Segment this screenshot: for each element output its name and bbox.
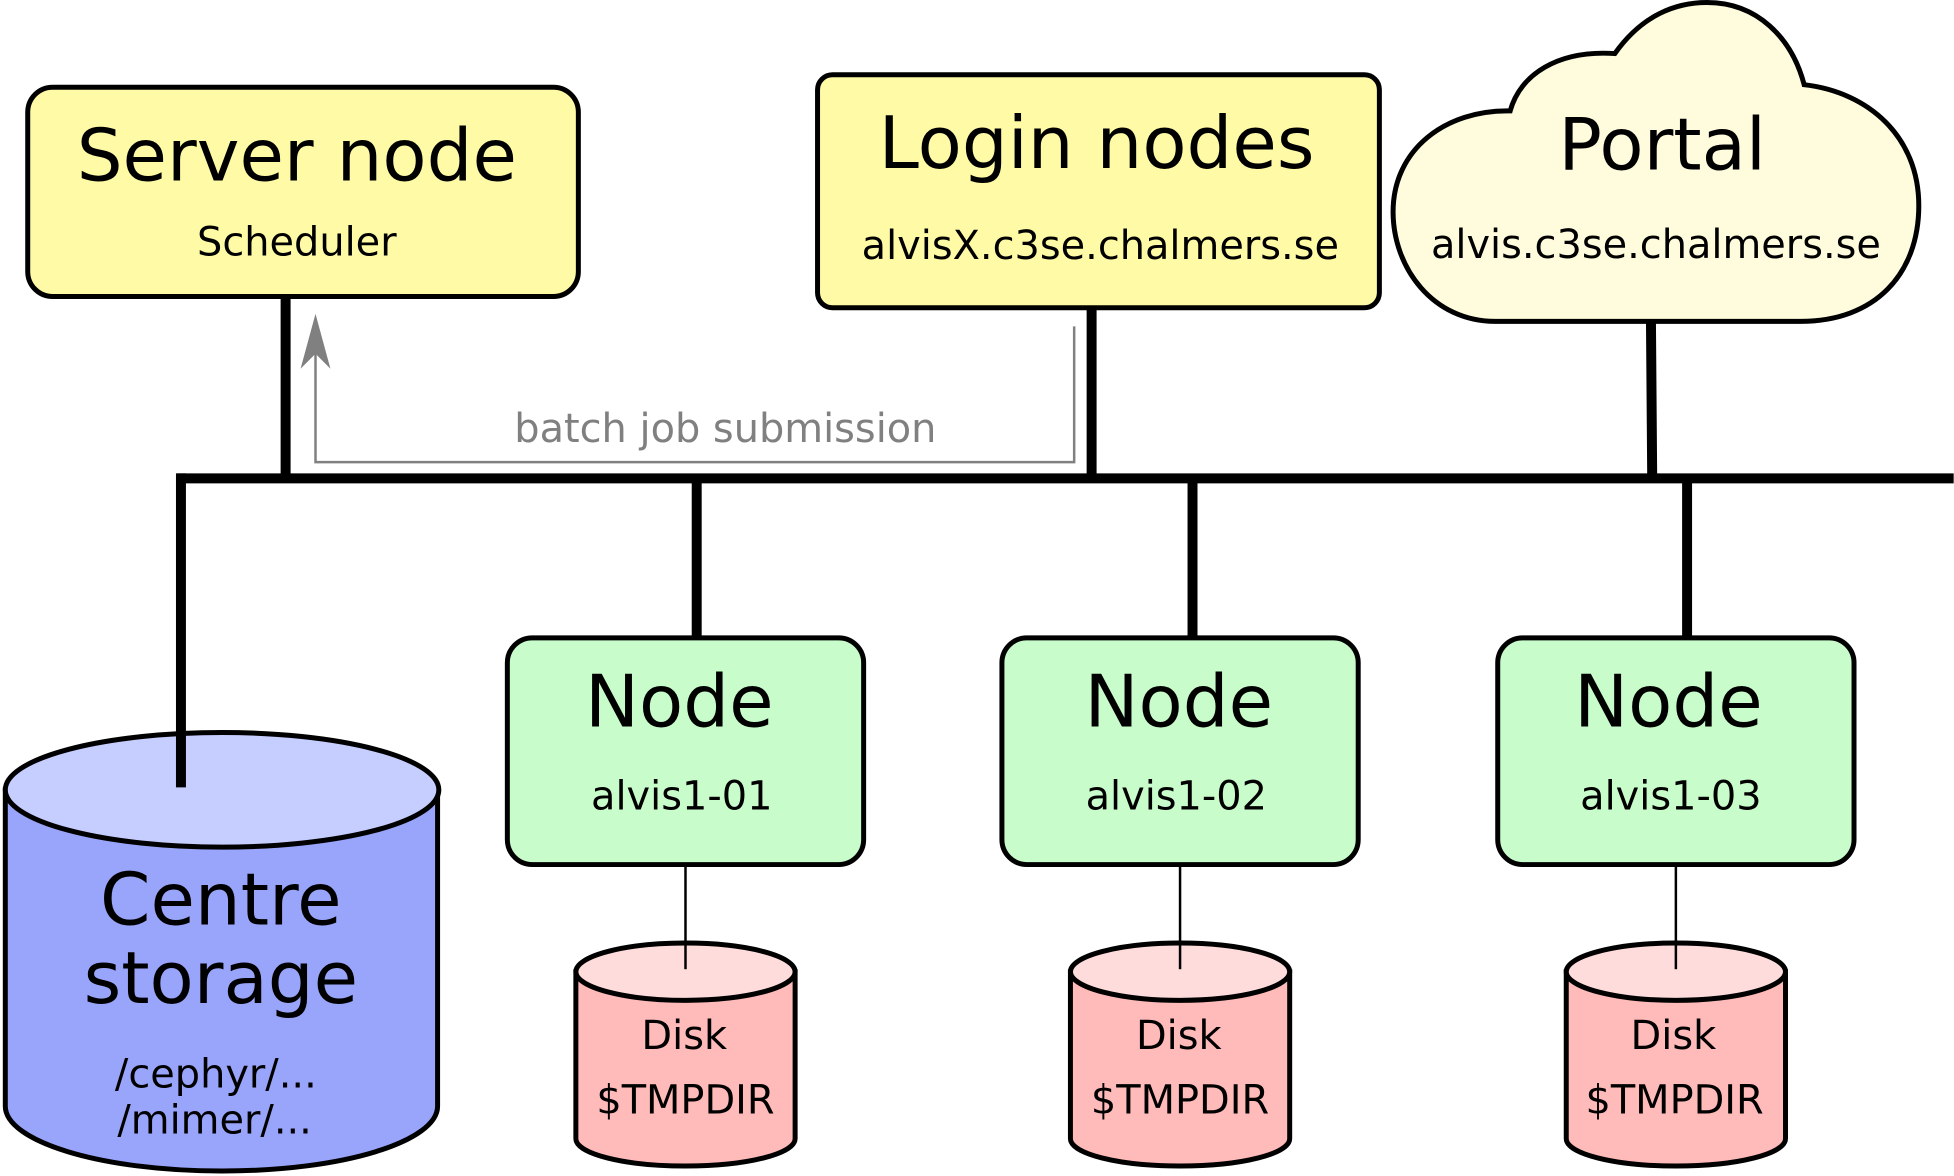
disk-path: $TMPDIR <box>1585 1078 1763 1124</box>
login-nodes-title: Login nodes <box>879 102 1315 186</box>
node-title: Node <box>585 660 774 744</box>
storage-cylinder-body <box>2 787 441 1174</box>
storage-cylinder-top <box>2 730 442 850</box>
disk-label: Disk <box>1631 1013 1717 1059</box>
bus-portal-link <box>1645 321 1658 479</box>
portal-subtitle: alvis.c3se.chalmers.se <box>1431 222 1881 268</box>
storage-path-cephyr: /cephyr/... <box>115 1052 317 1098</box>
arrow-head-icon <box>300 313 331 369</box>
node-title: Node <box>1085 660 1274 744</box>
node-hostname: alvis1-03 <box>1580 774 1761 820</box>
compute-node-3: Node alvis1-03 Disk $TMPDIR <box>1495 635 1857 1169</box>
portal: Portal alvis.c3se.chalmers.se <box>1390 0 1922 324</box>
disk-path: $TMPDIR <box>596 1078 774 1124</box>
batch-job-label: batch job submission <box>514 406 936 452</box>
node-title: Node <box>1574 660 1763 744</box>
storage-title-line1: Centre <box>100 858 342 942</box>
disk-label: Disk <box>1136 1013 1222 1059</box>
compute-node-2: Node alvis1-02 Disk $TMPDIR <box>999 635 1361 1169</box>
disk-cylinder-body <box>1563 969 1788 1169</box>
disk-cylinder-body <box>1067 969 1293 1169</box>
disk-label: Disk <box>641 1013 727 1059</box>
server-node-title: Server node <box>77 115 517 199</box>
server-node: Server node Scheduler <box>25 84 581 299</box>
server-node-subtitle: Scheduler <box>197 219 397 265</box>
storage-title-line2: storage <box>84 937 358 1021</box>
login-nodes-box <box>815 72 1382 311</box>
disk-cylinder-body <box>573 969 798 1169</box>
storage-path-mimer: /mimer/... <box>117 1098 312 1144</box>
arrow-path <box>314 326 1076 464</box>
node-hostname: alvis1-02 <box>1086 774 1267 820</box>
network-bus <box>175 296 1954 788</box>
disk-path: $TMPDIR <box>1091 1078 1269 1124</box>
batch-job-arrow: batch job submission <box>300 313 1076 464</box>
centre-storage: Centre storage /cephyr/... /mimer/... <box>2 730 442 1174</box>
login-nodes: Login nodes alvisX.c3se.chalmers.se <box>815 72 1382 311</box>
cloud-icon <box>1390 0 1922 324</box>
server-node-box <box>25 84 581 299</box>
login-nodes-subtitle: alvisX.c3se.chalmers.se <box>862 223 1339 269</box>
node-hostname: alvis1-01 <box>591 774 772 820</box>
compute-node-1: Node alvis1-01 Disk $TMPDIR <box>504 635 867 1169</box>
portal-title: Portal <box>1558 103 1766 187</box>
